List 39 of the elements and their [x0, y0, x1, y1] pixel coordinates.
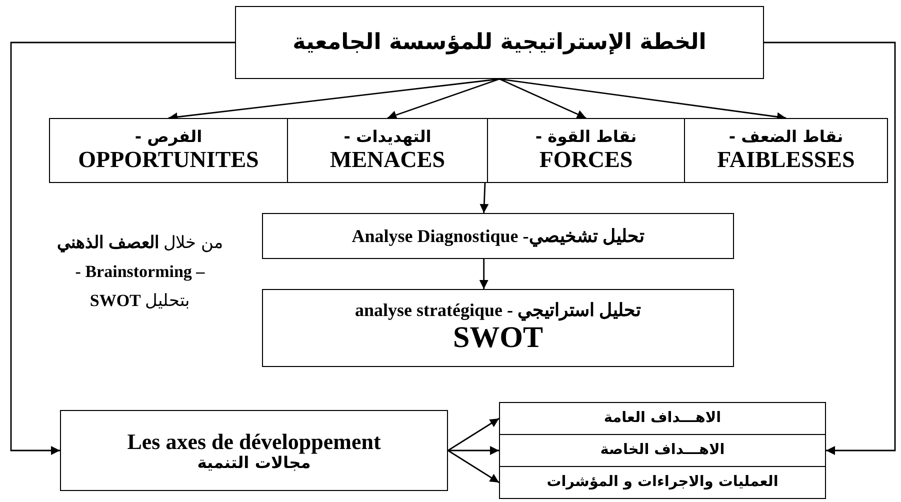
box-text: تحليل استراتيجي - analyse stratégique	[355, 300, 641, 322]
goal-box	[499, 402, 826, 435]
arrow	[10, 42, 235, 455]
box-text: مجالات التنمية	[197, 454, 311, 472]
goal-box	[499, 466, 826, 499]
factor-box	[287, 118, 488, 183]
box-text: Les axes de développement	[127, 428, 381, 454]
box-text: OPPORTUNITES	[78, 146, 259, 173]
arrow	[479, 259, 488, 289]
box-text: العمليات والاجراءات و المؤشرات	[546, 474, 778, 491]
goal-box	[499, 434, 826, 467]
arrow	[448, 446, 499, 455]
process-box	[262, 289, 734, 367]
arrow	[764, 42, 896, 455]
title-box	[235, 6, 764, 79]
box-text: FORCES	[539, 146, 633, 173]
box-text: نقاط الضعف -	[728, 128, 844, 147]
factor-box	[684, 118, 888, 183]
box-text: الفرص -	[134, 128, 202, 147]
arrow	[499, 78, 586, 119]
box-text: الاهـــداف الخاصة	[600, 442, 725, 459]
arrow	[480, 182, 489, 214]
box-text: التهديدات -	[344, 128, 432, 147]
process-box	[262, 213, 734, 259]
box-text: الاهـــداف العامة	[604, 410, 722, 427]
box-text: نقاط القوة -	[535, 128, 637, 147]
side-note: من خلال العصف الذهني	[56, 232, 224, 253]
box-text: MENACES	[330, 146, 445, 173]
box-text: تحليل تشخيصي- Analyse Diagnostique	[352, 226, 644, 246]
box-text: الخطة الإستراتيجية للمؤسسة الجامعية	[292, 30, 706, 56]
arrow	[387, 78, 500, 120]
arrow	[448, 450, 500, 484]
process-box	[60, 410, 448, 491]
box-text: SWOT	[452, 321, 544, 356]
arrow	[448, 418, 500, 452]
factor-box	[487, 118, 685, 183]
factor-box	[49, 118, 288, 183]
box-text: FAIBLESSES	[717, 146, 855, 173]
side-note: - Brainstorming –	[74, 262, 206, 282]
